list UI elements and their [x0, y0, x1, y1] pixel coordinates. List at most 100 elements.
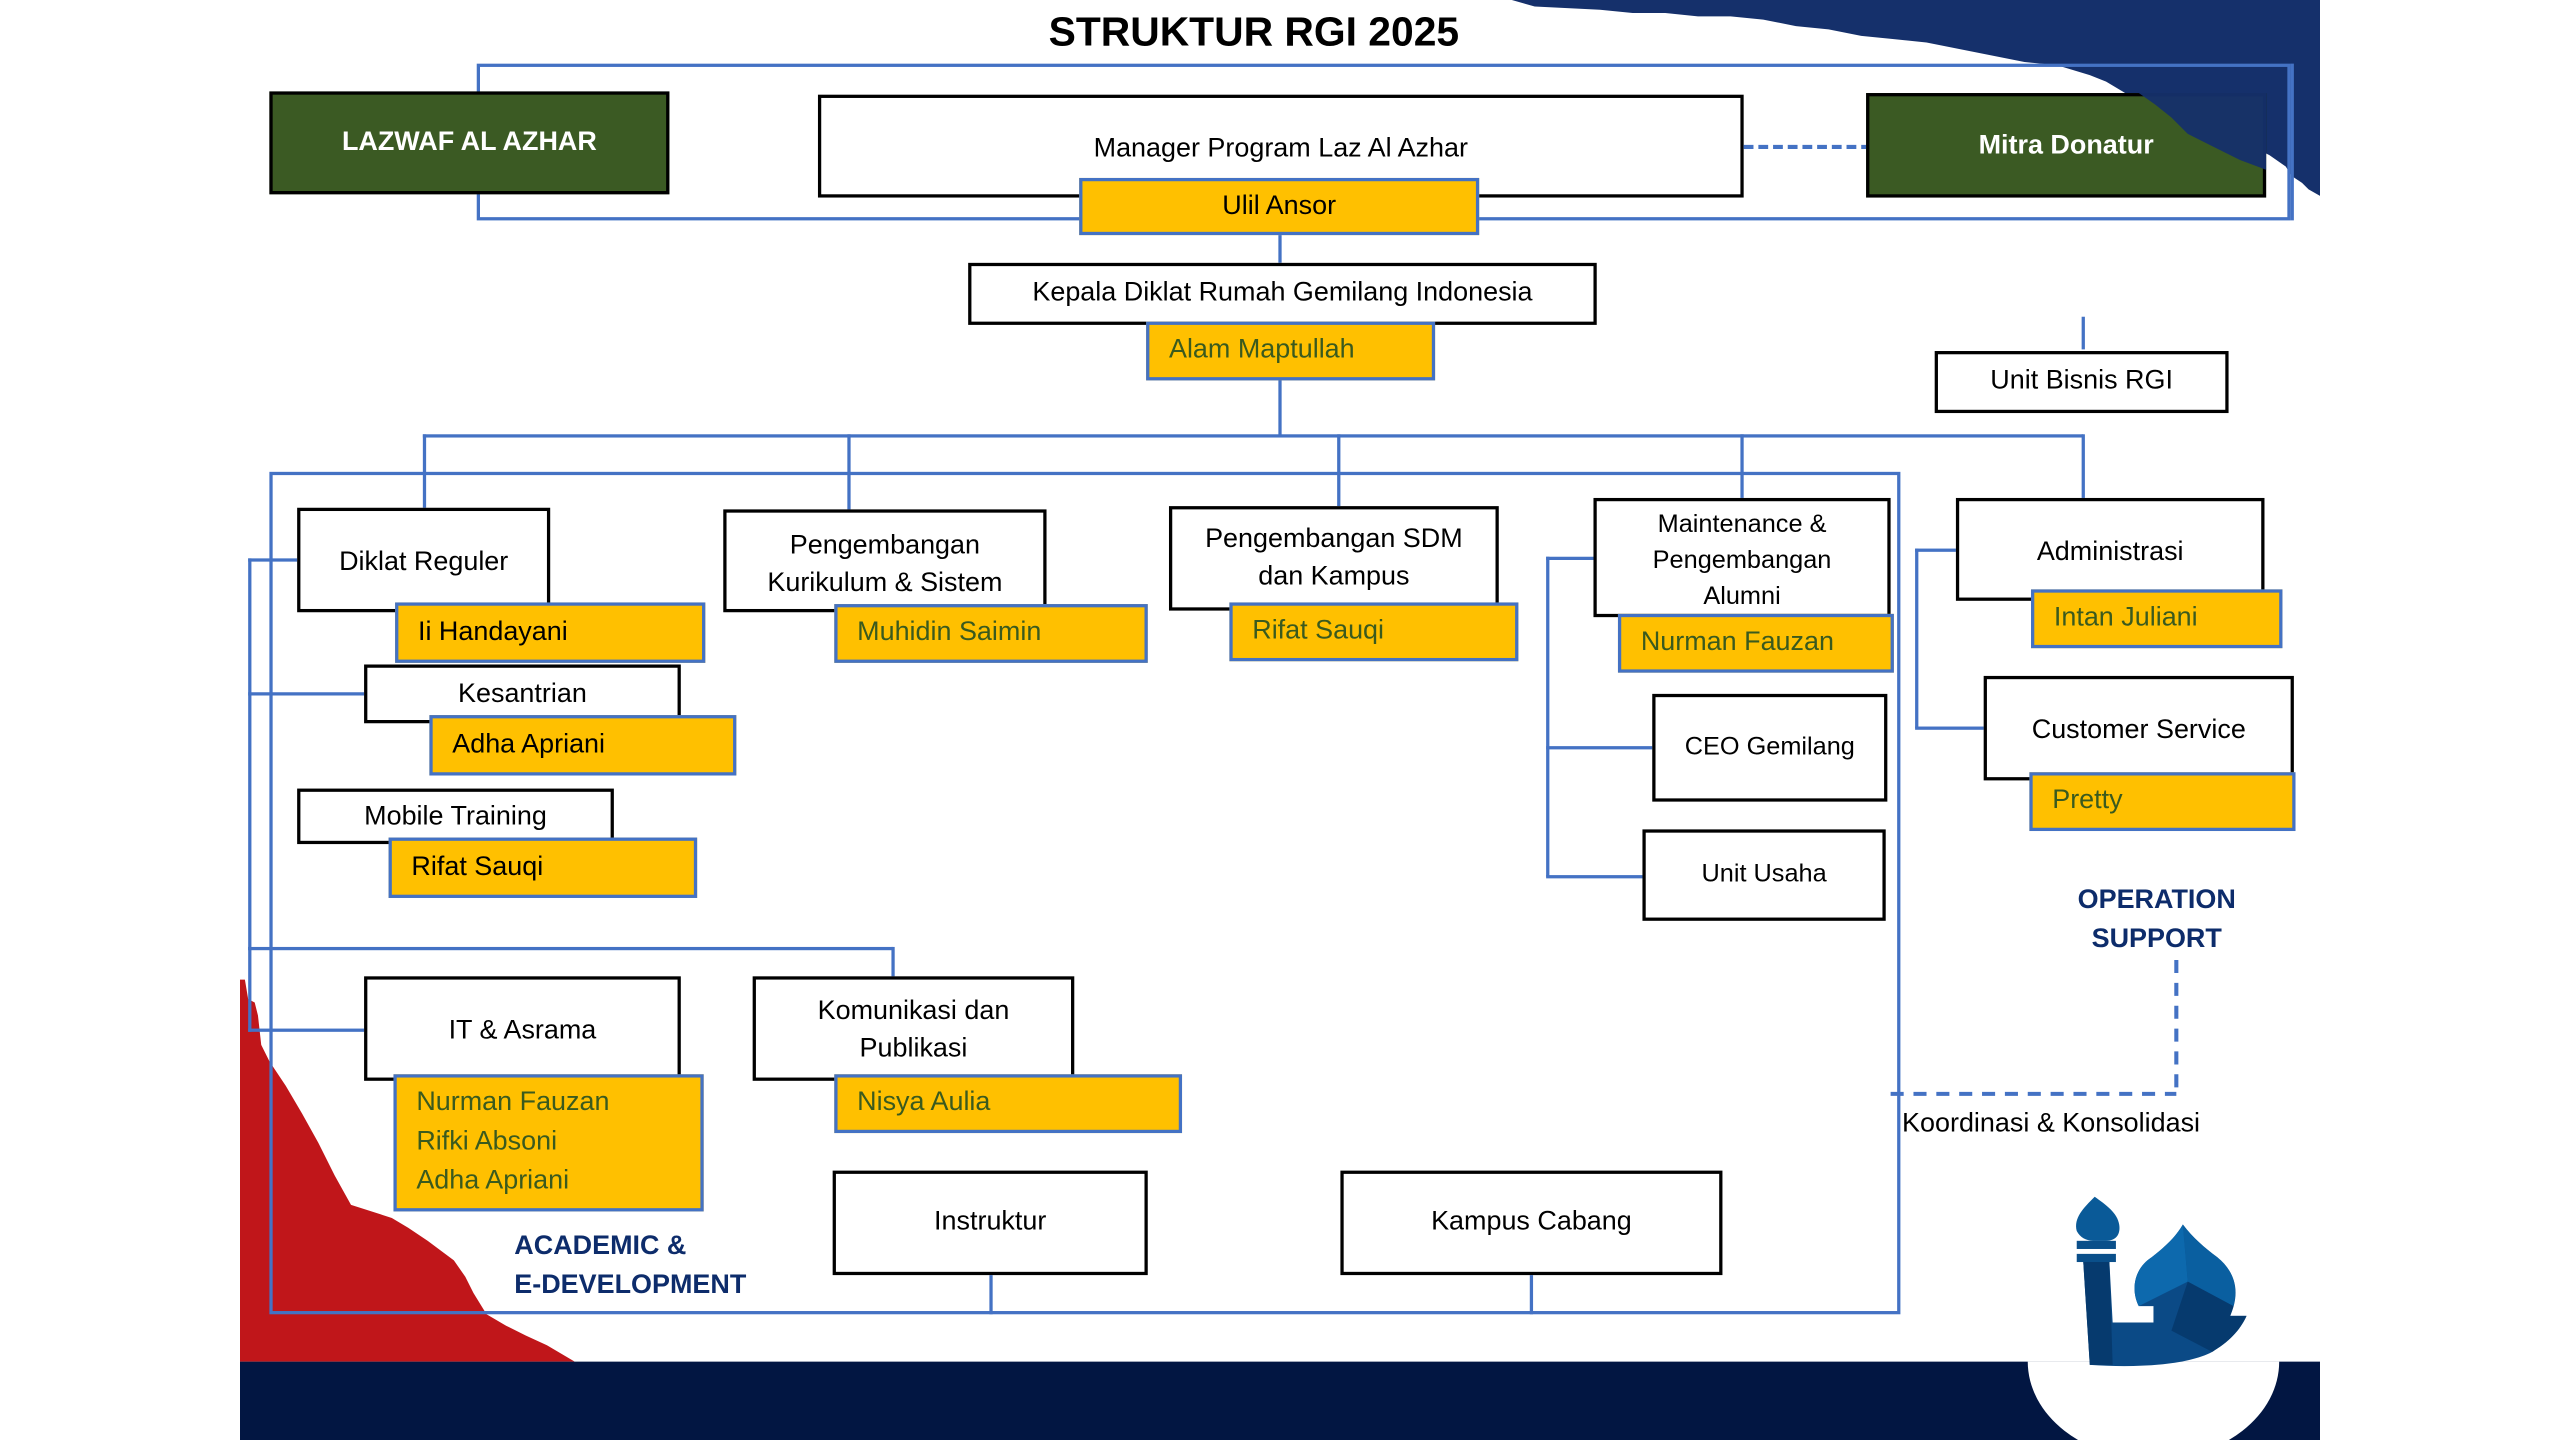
kampus-cabang-title: Kampus Cabang — [1431, 1207, 1632, 1237]
administrasi-title: Administrasi — [2036, 537, 2184, 567]
drop-diklat — [422, 434, 426, 510]
maintenance-branch-ceo — [1546, 746, 1654, 749]
administrasi-box: Administrasi — [1955, 497, 2265, 601]
footer-bar — [239, 1361, 2320, 1440]
maintenance-spine — [1546, 556, 1549, 877]
maintenance-title-line2: Pengembangan — [1652, 546, 1832, 575]
left-branch-diklat — [248, 558, 298, 561]
maintenance-title-line3: Alumni — [1703, 582, 1781, 611]
unit-usaha-title: Unit Usaha — [1701, 860, 1827, 889]
sdm-title-line1: Pengembangan SDM — [1205, 524, 1463, 554]
mobile-training-name: Rifat Sauqi — [411, 851, 544, 881]
bottom-left-red-wave — [239, 979, 575, 1362]
administrasi-name-box: Intan Juliani — [2031, 589, 2283, 649]
sdm-name-box: Rifat Sauqi — [1229, 602, 1519, 662]
it-asrama-names-box: Nurman Fauzan Rifki Absoni Adha Apriani — [393, 1074, 704, 1212]
left-branch-it — [248, 946, 894, 950]
ceo-gemilang-box: CEO Gemilang — [1652, 693, 1888, 802]
top-navy-wave — [1511, 0, 2320, 196]
administrasi-name: Intan Juliani — [2053, 602, 2198, 632]
it-asrama-box: IT & Asrama — [364, 976, 681, 1081]
left-spine-lower — [248, 946, 251, 1032]
page-title: STRUKTUR RGI 2025 — [1048, 9, 1460, 56]
left-branch-it-asrama — [248, 1028, 366, 1032]
admin-spine — [1915, 548, 1918, 729]
mitra-donatur-box: Mitra Donatur — [1866, 93, 2267, 198]
drop-sdm — [1337, 434, 1340, 507]
customer-service-title: Customer Service — [2031, 715, 2246, 745]
main-bus — [422, 434, 2084, 437]
lazwaf-label: LAZWAF AL AZHAR — [341, 127, 597, 157]
kesantrian-name-box: Adha Apriani — [429, 715, 737, 776]
academic-section-label: ACADEMIC & E-DEVELOPMENT — [514, 1228, 746, 1306]
academic-label-line2: E-DEVELOPMENT — [514, 1270, 747, 1300]
it-asrama-name: Nurman Fauzan — [416, 1087, 610, 1117]
kurikulum-name: Muhidin Saimin — [857, 617, 1042, 647]
kurikulum-box: Pengembangan Kurikulum & Sistem — [723, 509, 1047, 613]
diklat-reguler-box: Diklat Reguler — [297, 507, 551, 613]
komunikasi-name-box: Nisya Aulia — [834, 1074, 1183, 1134]
maintenance-box: Maintenance & Pengembangan Alumni — [1593, 497, 1891, 618]
logo-arc — [2027, 1361, 2280, 1440]
drop-komunikasi — [891, 946, 894, 978]
academic-label-line1: ACADEMIC & — [514, 1231, 687, 1261]
instruktur-box: Instruktur — [832, 1170, 1148, 1276]
maintenance-name-box: Nurman Fauzan — [1617, 613, 1894, 673]
komunikasi-title-line1: Komunikasi dan — [817, 995, 1010, 1026]
customer-service-box: Customer Service — [1983, 675, 2294, 781]
instruktur-title: Instruktur — [934, 1207, 1047, 1237]
it-asrama-name: Adha Apriani — [416, 1165, 570, 1196]
koordinasi-label: Koordinasi & Konsolidasi — [1902, 1108, 2201, 1138]
drop-maintenance — [1740, 434, 1743, 498]
mobile-training-title: Mobile Training — [364, 801, 547, 832]
maintenance-name: Nurman Fauzan — [1640, 626, 1834, 657]
head-box: Kepala Diklat Rumah Gemilang Indonesia — [968, 262, 1597, 325]
mobile-training-box: Mobile Training — [297, 788, 614, 845]
unit-bisnis-box: Unit Bisnis RGI — [1934, 351, 2229, 414]
kurikulum-name-box: Muhidin Saimin — [834, 604, 1148, 663]
left-spine — [248, 558, 251, 951]
sdm-name: Rifat Sauqi — [1252, 615, 1385, 645]
operation-label-line1: OPERATION — [2077, 884, 2236, 915]
maintenance-branch-usaha — [1546, 875, 1645, 878]
mitra-donatur-label: Mitra Donatur — [1978, 129, 2154, 160]
head-title: Kepala Diklat Rumah Gemilang Indonesia — [1032, 278, 1533, 308]
head-name: Alam Maptullah — [1168, 334, 1355, 365]
lazwaf-box: LAZWAF AL AZHAR — [269, 91, 670, 195]
komunikasi-title-line2: Publikasi — [859, 1033, 968, 1064]
komunikasi-name: Nisya Aulia — [857, 1087, 991, 1117]
sdm-box: Pengembangan SDM dan Kampus — [1168, 506, 1499, 611]
manager-name: Ulil Ansor — [1222, 190, 1337, 220]
operation-section-label: OPERATION SUPPORT — [2060, 882, 2253, 960]
maintenance-title-line1: Maintenance & — [1657, 511, 1827, 539]
manager-name-box: Ulil Ansor — [1079, 177, 1480, 236]
maintenance-branch-top — [1546, 556, 1596, 560]
unit-bisnis-stub — [2081, 316, 2085, 350]
diklat-reguler-title: Diklat Reguler — [339, 546, 509, 577]
komunikasi-box: Komunikasi dan Publikasi — [752, 976, 1075, 1081]
sdm-title-line2: dan Kampus — [1258, 561, 1410, 592]
diklat-reguler-name-box: Ii Handayani — [395, 602, 706, 663]
it-asrama-title: IT & Asrama — [448, 1015, 597, 1045]
connector-manager-head — [1278, 235, 1281, 263]
kurikulum-title-line1: Pengembangan — [789, 530, 980, 560]
kurikulum-title-line2: Kurikulum & Sistem — [767, 568, 1003, 598]
academic-frame — [269, 471, 1901, 1315]
admin-branch-cs — [1915, 726, 1986, 729]
unit-usaha-box: Unit Usaha — [1642, 829, 1886, 921]
kampus-cabang-box: Kampus Cabang — [1340, 1170, 1723, 1276]
mobile-training-name-box: Rifat Sauqi — [388, 837, 698, 898]
drop-administrasi — [2081, 434, 2085, 498]
left-branch-kesantrian — [248, 692, 366, 695]
manager-title: Manager Program Laz Al Azhar — [1093, 133, 1468, 164]
customer-service-name-box: Pretty — [2029, 772, 2296, 832]
customer-service-name: Pretty — [2052, 785, 2123, 815]
admin-branch-top — [1915, 548, 1958, 552]
drop-instruktur — [989, 1275, 992, 1315]
operation-label-line2: SUPPORT — [2091, 923, 2222, 954]
drop-kampus-cabang — [1529, 1275, 1533, 1315]
connector-head-bus — [1278, 380, 1281, 436]
head-name-box: Alam Maptullah — [1146, 321, 1436, 381]
